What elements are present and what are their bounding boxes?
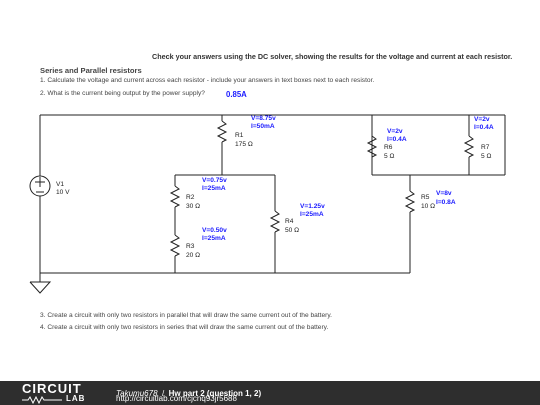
instructions-header: Check your answers using the DC solver, … (152, 52, 513, 61)
r5-current[interactable]: I=0.8A (436, 199, 456, 206)
r4-name: R4 (285, 218, 294, 225)
ground-symbol (29, 281, 52, 294)
footer-bar: CIRCUIT LAB Takumu678 / Hw part 2 (quest… (0, 381, 540, 405)
r7-value: 5 Ω (481, 153, 492, 160)
r7-voltage: V=2v (474, 116, 490, 123)
r3-name: R3 (186, 243, 195, 250)
footer-author-line: Takumu678 / Hw part 2 (question 1, 2) (116, 383, 261, 401)
logo-resistor-icon (22, 396, 62, 404)
r5-value: 10 Ω (421, 203, 436, 210)
r2-answer[interactable]: V=0.75v I=25mA (202, 177, 227, 193)
r2-voltage: V=0.75v (202, 177, 227, 184)
r4-value: 50 Ω (285, 227, 300, 234)
r1-value: 175 Ω (235, 141, 253, 148)
r1-answer[interactable]: V=8.75v I=50mA (251, 115, 276, 131)
r4-resistor (269, 210, 281, 233)
r2-value: 30 Ω (186, 203, 201, 210)
r5-resistor (404, 190, 416, 213)
r3-resistor (169, 234, 181, 257)
r6-name: R6 (384, 144, 393, 151)
r7-name: R7 (481, 144, 490, 151)
r4-current: I=25mA (300, 210, 324, 218)
v1-name: V1 (56, 181, 65, 188)
v1-value: 10 V (56, 189, 70, 196)
r7-answer[interactable]: V=2v I=0.4A (474, 116, 494, 132)
r3-label: R3 20 Ω (186, 242, 200, 260)
circuitlab-logo-top[interactable]: CIRCUIT (22, 381, 82, 396)
r1-name: R1 (235, 132, 244, 139)
circuit-title: Hw part 2 (question 1, 2) (168, 389, 262, 398)
r7-resistor (463, 135, 475, 158)
r2-label: R2 30 Ω (186, 193, 200, 211)
question-1: 1. Calculate the voltage and current acr… (40, 77, 375, 84)
r4-answer[interactable]: V=1.25v I=25mA (300, 203, 325, 219)
r2-resistor (169, 185, 181, 208)
r6-label: R6 5 Ω (384, 143, 394, 161)
r7-label: R7 5 Ω (481, 143, 491, 161)
r5-name: R5 (421, 194, 430, 201)
author-link[interactable]: Takumu678 (116, 389, 158, 398)
r2-name: R2 (186, 194, 195, 201)
r1-voltage: V=8.75v (251, 115, 276, 122)
r1-label: R1 175 Ω (235, 131, 253, 149)
r1-current: I=50mA (251, 122, 275, 130)
r6-current: I=0.4A (387, 135, 407, 143)
question-2-answer[interactable]: 0.85A (226, 90, 247, 99)
question-4: 4. Create a circuit with only two resist… (40, 324, 329, 331)
r3-voltage: V=0.50v (202, 227, 227, 234)
r4-voltage: V=1.25v (300, 203, 325, 210)
r5-voltage[interactable]: V=8v (436, 190, 452, 197)
r1-resistor (216, 120, 228, 143)
r3-current: I=25mA (202, 234, 226, 242)
r6-answer[interactable]: V=2v I=0.4A (387, 128, 407, 144)
r7-current: I=0.4A (474, 123, 494, 131)
separator: / (161, 389, 165, 398)
v1-label: V1 10 V (56, 181, 70, 197)
r5-label: R5 10 Ω (421, 193, 435, 211)
v1-source-symbol (29, 175, 51, 197)
r2-current: I=25mA (202, 184, 226, 192)
r6-value: 5 Ω (384, 153, 395, 160)
r3-value: 20 Ω (186, 252, 201, 259)
circuit-schematic (29, 114, 506, 294)
r4-label: R4 50 Ω (285, 217, 299, 235)
r6-voltage: V=2v (387, 128, 403, 135)
r6-resistor (366, 135, 378, 158)
circuitlab-logo-bottom: LAB (66, 394, 86, 403)
question-2: 2. What is the current being output by t… (40, 90, 205, 97)
question-3: 3. Create a circuit with only two resist… (40, 312, 332, 319)
circuit-url[interactable]: http://circuitlab.com/cjcnq93jr5688 (116, 394, 237, 403)
section-title: Series and Parallel resistors (40, 66, 142, 75)
r3-answer[interactable]: V=0.50v I=25mA (202, 227, 227, 243)
